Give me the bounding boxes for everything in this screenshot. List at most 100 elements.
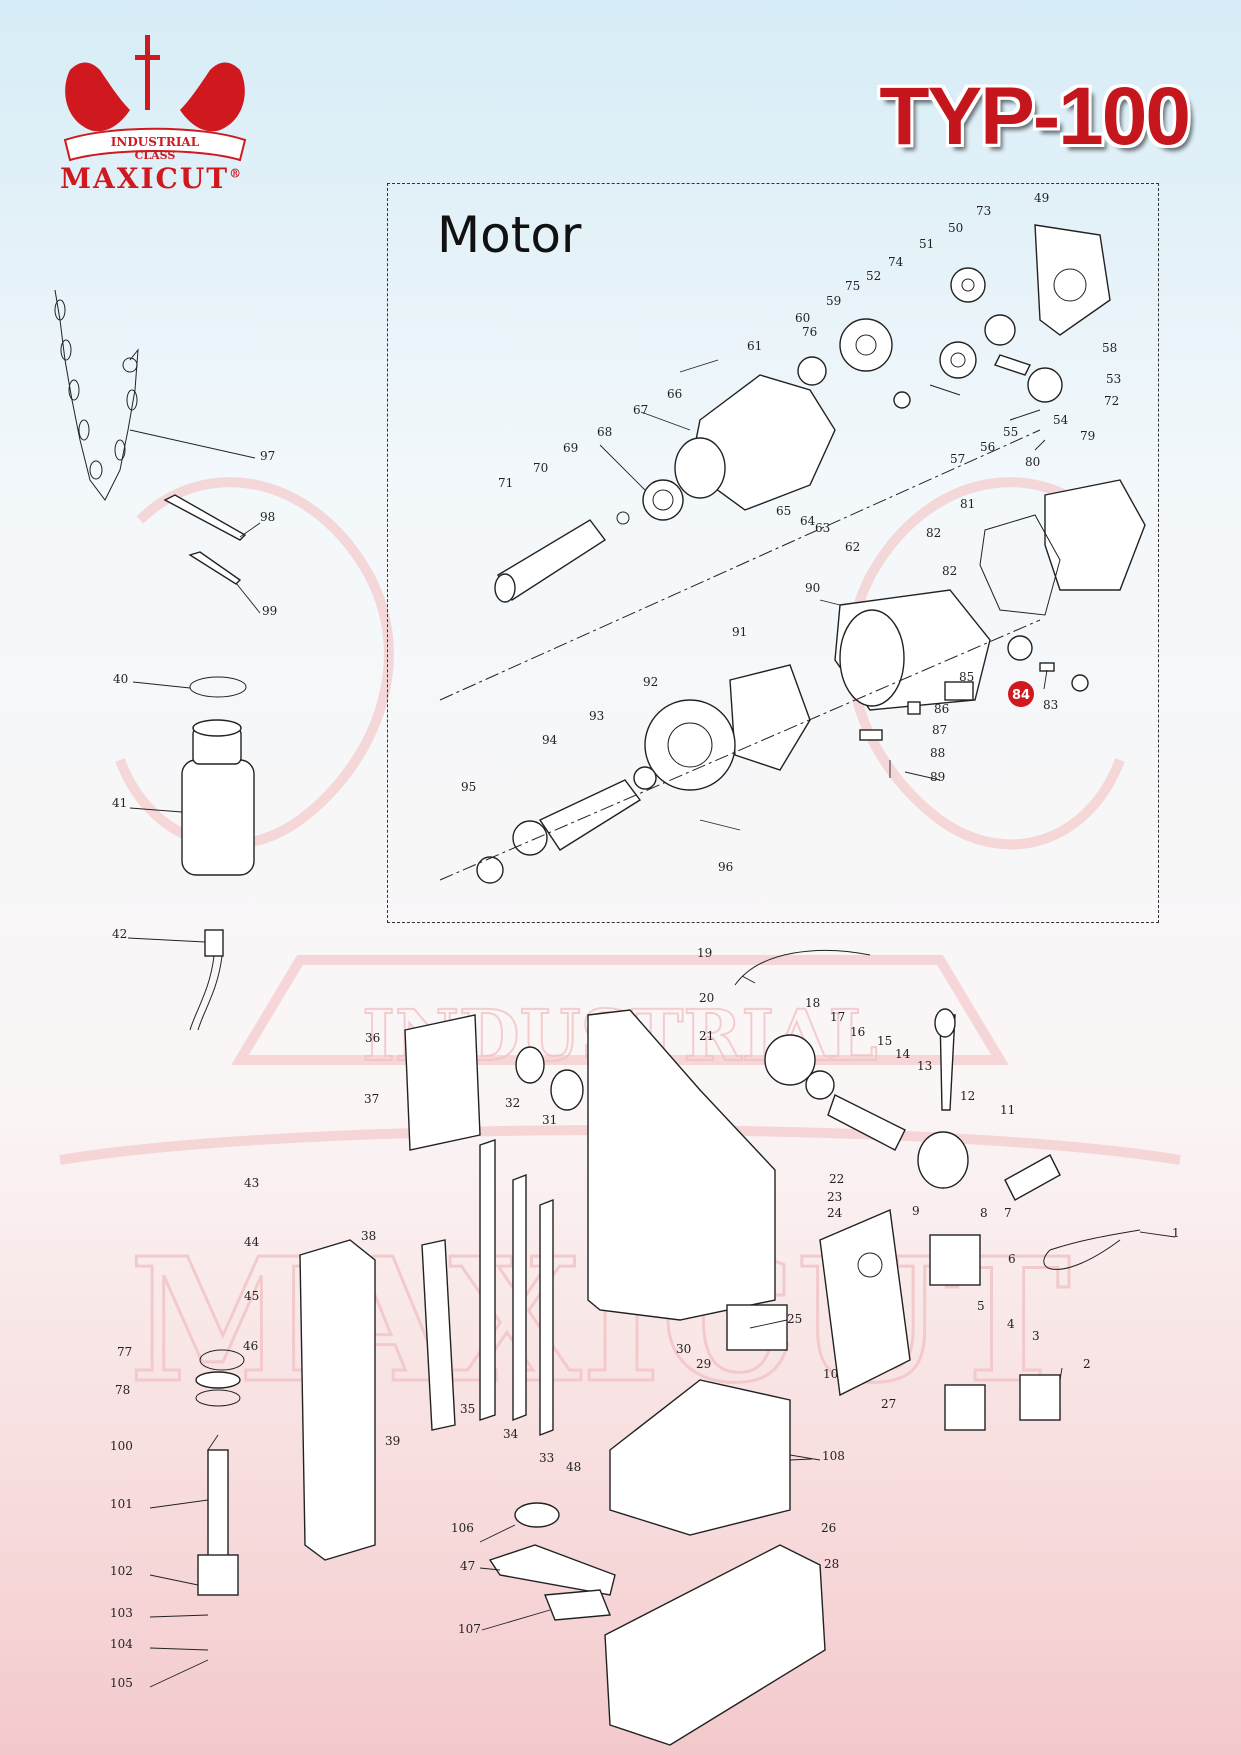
part-label: 6 (1008, 1252, 1016, 1266)
part-label: 86 (934, 702, 949, 716)
part-label: 98 (260, 510, 275, 524)
part-label: 51 (919, 237, 934, 251)
model-title: TYP-100 (879, 71, 1191, 162)
part-label: 30 (676, 1342, 691, 1356)
part-label: 66 (667, 387, 682, 401)
part-label: 27 (881, 1397, 896, 1411)
part-label: 11 (1000, 1103, 1015, 1117)
part-label: 63 (815, 521, 830, 535)
part-label: 101 (110, 1497, 133, 1511)
part-label: 68 (597, 425, 612, 439)
part-label: 4 (1007, 1317, 1015, 1331)
part-label: 9 (912, 1204, 920, 1218)
part-label: 88 (930, 746, 945, 760)
part-label: 65 (776, 504, 791, 518)
part-label: 79 (1080, 429, 1095, 443)
part-label: 39 (385, 1434, 400, 1448)
part-label: 22 (829, 1172, 844, 1186)
part-label: 56 (980, 440, 995, 454)
part-label: 10 (823, 1367, 838, 1381)
part-label: 103 (110, 1606, 133, 1620)
part-label: 35 (460, 1402, 475, 1416)
part-label: 54 (1053, 413, 1069, 427)
part-label: 57 (950, 452, 965, 466)
part-label: 61 (747, 339, 762, 353)
coolant-ring (189, 676, 247, 698)
part-label: 21 (699, 1029, 714, 1043)
part-label: 90 (805, 581, 820, 595)
part-label: 93 (589, 709, 604, 723)
brand-name: MAXICUT® (60, 162, 244, 195)
part-label: 70 (533, 461, 548, 475)
part-label: 3 (1032, 1329, 1040, 1343)
hex-key-small (188, 551, 242, 585)
part-label: 40 (113, 672, 128, 686)
part-label: 48 (566, 1460, 581, 1474)
part-label: 100 (110, 1439, 133, 1453)
part-label: 38 (361, 1229, 376, 1243)
part-label: 62 (845, 540, 860, 554)
part-label: 26 (821, 1521, 836, 1535)
part-label: 87 (932, 723, 947, 737)
part-label: 33 (539, 1451, 554, 1465)
part-label: 74 (888, 255, 904, 269)
part-label: 102 (110, 1564, 133, 1578)
part-label: 42 (112, 927, 127, 941)
part-label: 17 (830, 1010, 845, 1024)
part-label: 32 (505, 1096, 520, 1110)
part-label: 46 (243, 1339, 258, 1353)
part-label: 52 (866, 269, 881, 283)
part-label: 28 (824, 1557, 839, 1571)
part-label: 77 (117, 1345, 132, 1359)
part-label: 44 (244, 1235, 260, 1249)
part-label: 64 (800, 514, 816, 528)
part-label: 73 (976, 204, 991, 218)
logo-ribbon-line2: CLASS (135, 149, 176, 162)
hex-key-large (163, 494, 247, 541)
part-label: 85 (959, 670, 974, 684)
part-label: 37 (364, 1092, 379, 1106)
part-label: 24 (827, 1206, 843, 1220)
part-label: 69 (563, 441, 578, 455)
part-label: 106 (451, 1521, 474, 1535)
part-label: 23 (827, 1190, 842, 1204)
part-label: 2 (1083, 1357, 1091, 1371)
part-label: 12 (960, 1089, 975, 1103)
chain-part (54, 289, 139, 501)
part-label: 25 (787, 1312, 802, 1326)
part-label: 71 (498, 476, 513, 490)
part-label: 36 (365, 1031, 380, 1045)
part-label: 50 (948, 221, 963, 235)
part-label: 16 (850, 1025, 865, 1039)
part-label: 31 (542, 1113, 557, 1127)
part-label: 20 (699, 991, 714, 1005)
coolant-valve (189, 929, 224, 1031)
part-label: 91 (732, 625, 747, 639)
part-label: 89 (930, 770, 945, 784)
part-label: 107 (458, 1622, 481, 1636)
part-label: 82 (926, 526, 941, 540)
part-label: 59 (826, 294, 841, 308)
highlighted-part-84[interactable]: 84 (1008, 681, 1034, 707)
part-label: 8 (980, 1206, 988, 1220)
maxicut-logo: INDUSTRIAL CLASS (63, 35, 247, 162)
part-label: 67 (633, 403, 648, 417)
part-label: 15 (877, 1034, 892, 1048)
part-label: 58 (1102, 341, 1117, 355)
part-label: 60 (795, 311, 810, 325)
part-label: 75 (845, 279, 860, 293)
part-label: 92 (643, 675, 658, 689)
part-label: 108 (822, 1449, 845, 1463)
part-label: 96 (718, 860, 733, 874)
part-label: 95 (461, 780, 476, 794)
part-label: 5 (977, 1299, 985, 1313)
part-label: 14 (895, 1047, 911, 1061)
part-label: 29 (696, 1357, 711, 1371)
part-label: 80 (1025, 455, 1040, 469)
part-label: 55 (1003, 425, 1018, 439)
part-label: 81 (960, 497, 975, 511)
part-label: 94 (542, 733, 558, 747)
part-label: 104 (110, 1637, 133, 1651)
highlight-label: 84 (1012, 688, 1030, 703)
